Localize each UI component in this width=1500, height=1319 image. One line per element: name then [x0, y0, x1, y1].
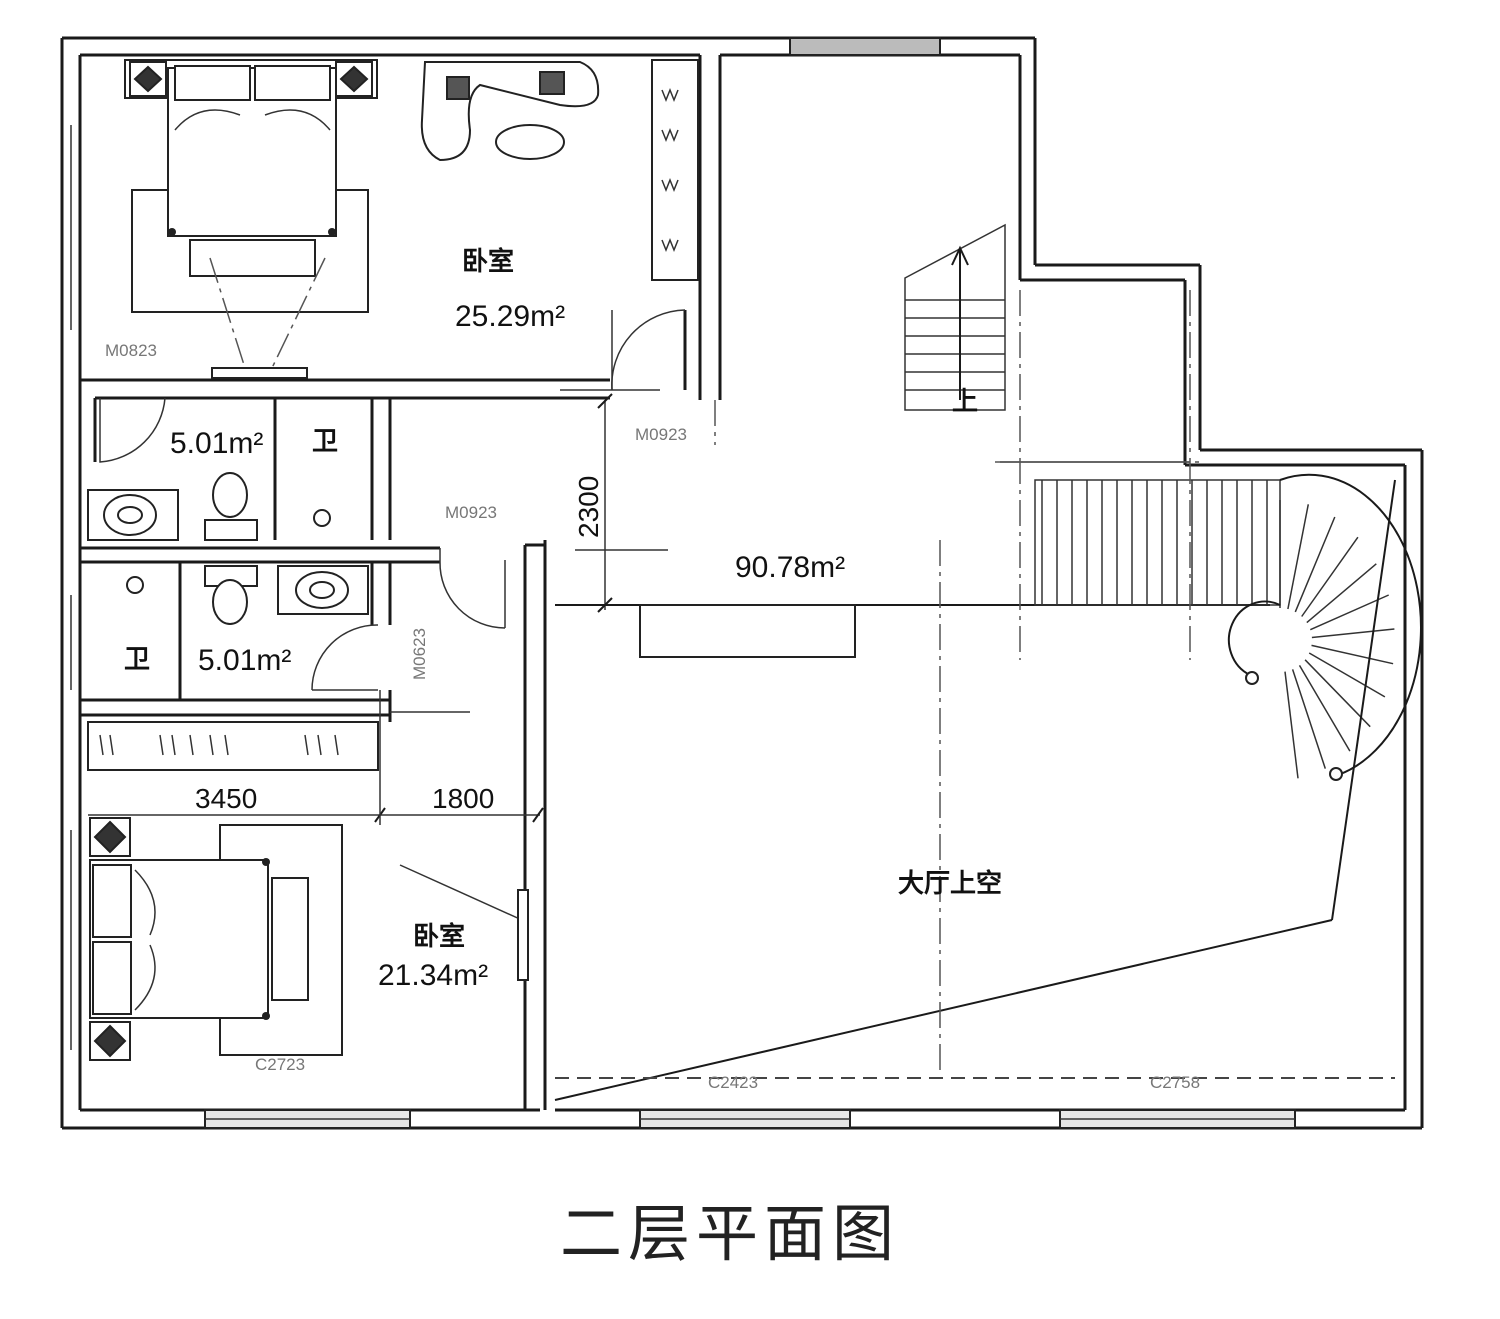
spiral-tread — [1291, 669, 1327, 769]
straight-stair — [904, 223, 1006, 411]
bedroom-bottom-name: 卧室 — [413, 921, 465, 951]
dim-2300: 2300 — [573, 476, 604, 538]
plan-title: 二层平面图 — [560, 1197, 900, 1270]
spiral-tread — [1294, 516, 1336, 613]
dim-3450: 3450 — [195, 783, 257, 814]
code-m0923-mid: M0923 — [445, 503, 497, 522]
stair-up-label: 上 — [952, 386, 978, 416]
bath-top-wc: 卫 — [312, 426, 338, 456]
bath-top-area: 5.01m² — [170, 427, 263, 460]
grid-axes — [714, 290, 1200, 1070]
code-m0823: M0823 — [105, 341, 157, 360]
bottom-windows — [204, 1109, 1296, 1129]
spiral-tread — [1284, 671, 1299, 779]
spiral-tread — [1306, 563, 1377, 624]
spiral-tread — [1311, 644, 1394, 665]
spiral-tread — [1298, 665, 1351, 752]
spiral-tread — [1311, 628, 1395, 639]
code-m0623: M0623 — [410, 628, 429, 680]
dim-1800: 1800 — [432, 783, 494, 814]
spiral-tread — [1304, 659, 1371, 728]
code-c2423: C2423 — [708, 1073, 758, 1092]
code-m0923-right: M0923 — [635, 425, 687, 444]
spiral-tread — [1287, 504, 1310, 610]
void-name: 大厅上空 — [898, 868, 1002, 898]
dimension-labels: 2300 3450 1800 — [195, 476, 604, 814]
top-bedroom-furniture — [124, 59, 699, 379]
bath-fixtures — [87, 472, 369, 625]
dimension-lines — [88, 389, 668, 825]
bedroom-bottom-area: 21.34m² — [378, 959, 488, 992]
bath-mid-wc: 卫 — [124, 644, 150, 674]
hall-area: 90.78m² — [735, 551, 845, 584]
spiral-tread — [1309, 594, 1390, 631]
spiral-tread — [1308, 652, 1386, 698]
bedroom-top-name: 卧室 — [462, 246, 514, 276]
door-code-labels: M0823 M0923 M0923 M0623 C2723 C2423 C275… — [105, 341, 1200, 1092]
doors — [99, 309, 686, 691]
void-area — [554, 479, 1396, 1101]
bedroom-top-area: 25.29m² — [455, 300, 565, 333]
room-labels: 卧室 25.29m² 5.01m² 卫 5.01m² 卫 90.78m² 卧室 … — [124, 246, 1002, 992]
spiral-stair — [1034, 473, 1422, 781]
spiral-tread — [1301, 536, 1359, 617]
code-c2758: C2758 — [1150, 1073, 1200, 1092]
lower-bedroom-furniture — [87, 721, 529, 1061]
code-c2723: C2723 — [255, 1055, 305, 1074]
bath-mid-area: 5.01m² — [198, 644, 291, 677]
